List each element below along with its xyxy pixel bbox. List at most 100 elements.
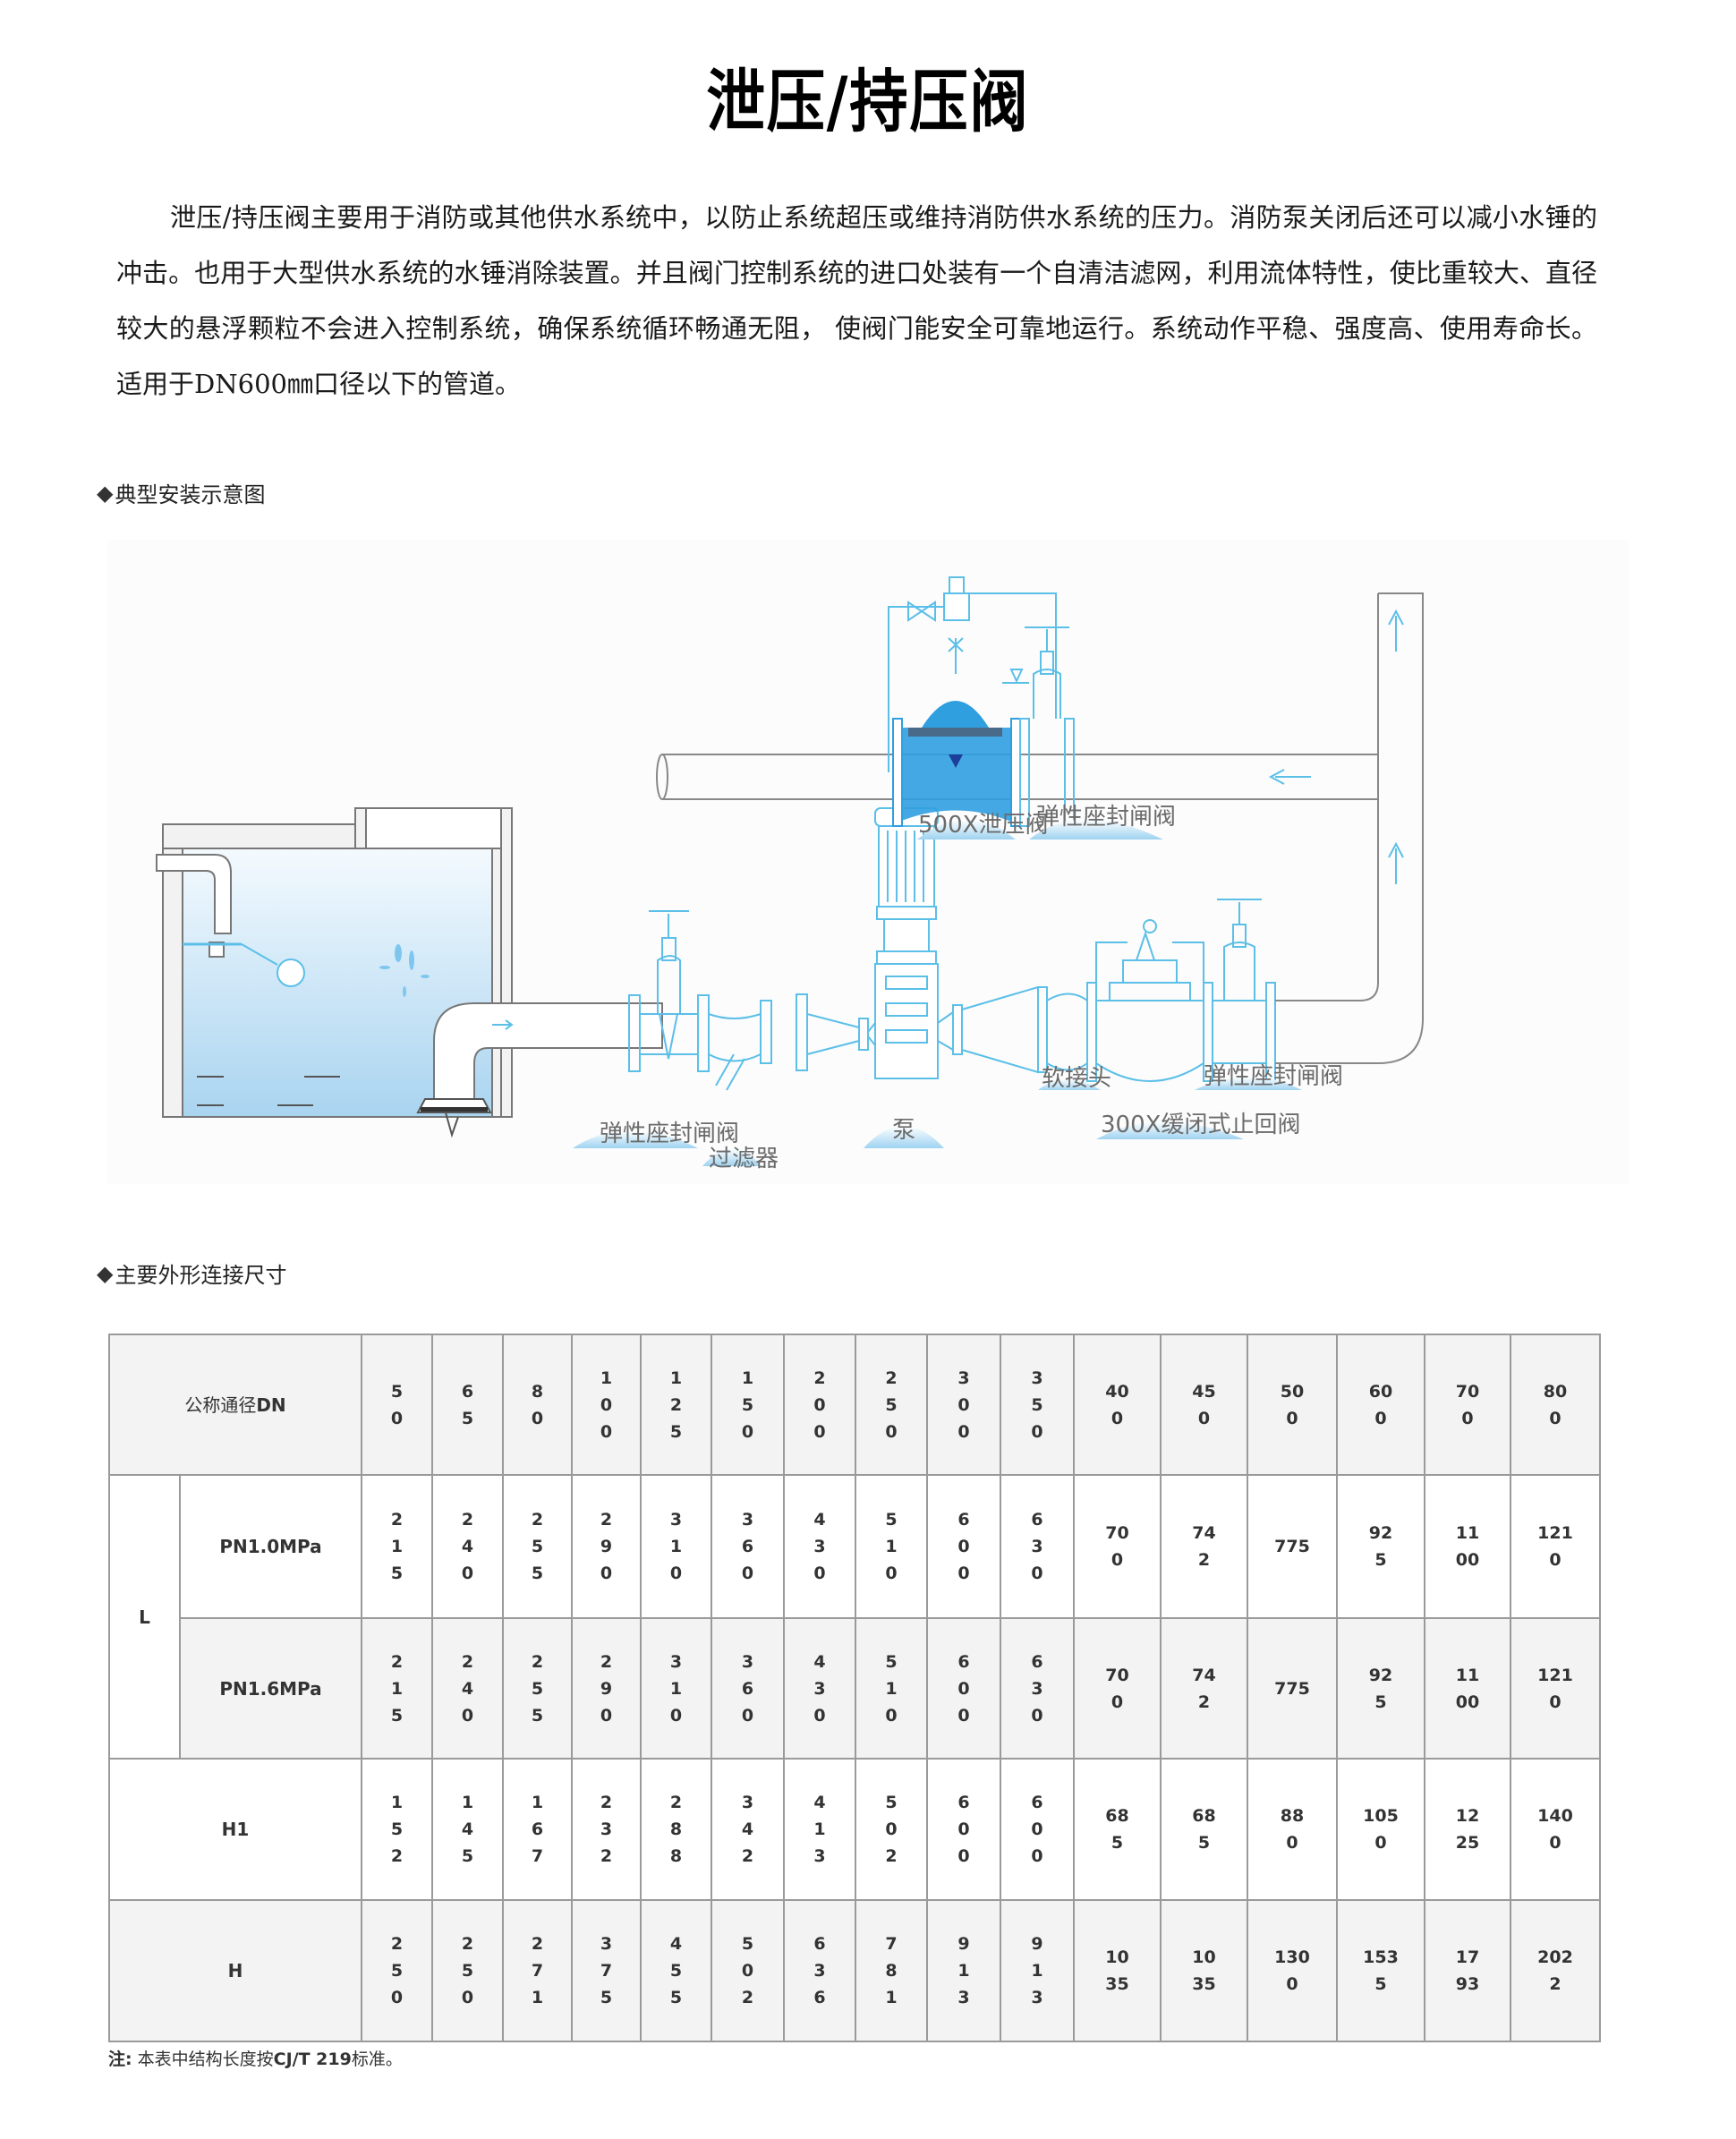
group-label-l: L bbox=[108, 1474, 181, 1760]
table-footnote: 注: 本表中结构长度按CJ/T 219标准。 bbox=[108, 2050, 403, 2069]
y-strainer bbox=[708, 993, 869, 1091]
installation-diagram-svg: 500X泄压阀 弹性座封闸阀 弹性座封闸阀 过滤器 泵 软接头 弹性座封闸阀 3… bbox=[156, 576, 1424, 1172]
row-label: H1 bbox=[108, 1758, 362, 1901]
table-cell: 775 bbox=[1247, 1474, 1338, 1619]
label-mounds bbox=[573, 819, 1302, 1166]
label-gate-valve-top: 弹性座封闸阀 bbox=[1036, 804, 1176, 831]
row-label: H bbox=[108, 1899, 362, 2042]
check-valve-assembly bbox=[1037, 899, 1276, 1082]
relief-valve-500x bbox=[888, 576, 1057, 827]
diamond-bullet-icon: ◆ bbox=[97, 1260, 114, 1286]
row-label: PN1.6MPa bbox=[179, 1617, 362, 1760]
top-gate-valve bbox=[1002, 626, 1075, 827]
flow-arrows bbox=[1268, 609, 1404, 884]
intro-paragraph: 泄压/持压阀主要用于消防或其他供水系统中，以防止系统超压或维持消防供水系统的压力… bbox=[116, 202, 1597, 399]
label-check-valve: 300X缓闭式止回阀 bbox=[1101, 1112, 1300, 1138]
section-heading-text: 主要外形连接尺寸 bbox=[115, 1263, 287, 1288]
label-filter: 过滤器 bbox=[709, 1146, 779, 1172]
label-gate-valve-outlet: 弹性座封闸阀 bbox=[1204, 1063, 1343, 1090]
section-heading-text: 典型安装示意图 bbox=[115, 482, 266, 507]
installation-diagram: 500X泄压阀 弹性座封闸阀 弹性座封闸阀 过滤器 泵 软接头 弹性座封闸阀 3… bbox=[107, 540, 1629, 1184]
table-cell: 775 bbox=[1247, 1617, 1338, 1760]
header-dn-label: 公称通径DN bbox=[108, 1334, 362, 1476]
label-gate-valve-inlet: 弹性座封闸阀 bbox=[600, 1121, 739, 1147]
label-flex-joint: 软接头 bbox=[1042, 1065, 1111, 1092]
page-title: 泄压/持压阀 bbox=[706, 62, 1030, 141]
label-relief-valve: 500X泄压阀 bbox=[918, 812, 1048, 839]
diamond-bullet-icon: ◆ bbox=[97, 480, 114, 506]
row-label: PN1.0MPa bbox=[179, 1474, 362, 1619]
inlet-gate-valve bbox=[628, 910, 710, 1072]
section-heading-installation: ◆ 典型安装示意图 bbox=[97, 477, 265, 508]
